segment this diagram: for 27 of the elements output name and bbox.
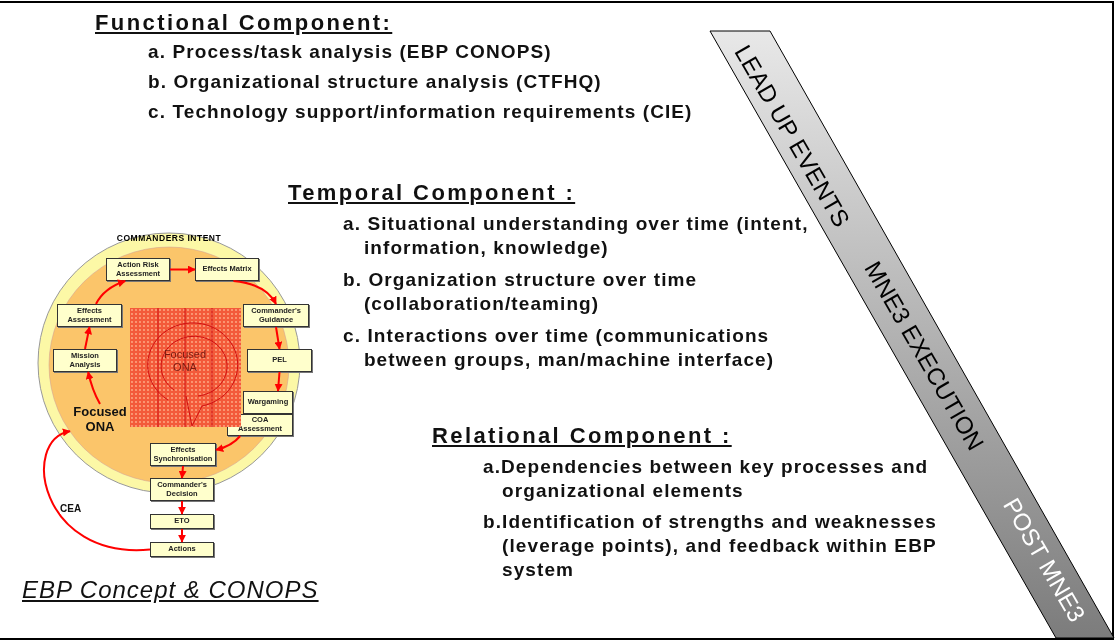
focus-label: Focused ONA [70,404,130,436]
section-heading: Functional Component: [95,10,393,36]
arrow [95,279,127,305]
arrow [178,500,186,515]
list-item: c. Interactions over time (communications between groups, man/machine interface) [343,324,776,372]
arrow [274,326,283,350]
list-item: b.Identification of strengths and weaknesses (leverage points), and feedback within EBP system [483,510,938,582]
section-heading: Temporal Component : [288,180,576,206]
list-item: b. Organizational structure analysis (CTFHQ) [148,70,603,94]
arrow [178,465,187,479]
arrow [84,326,92,350]
arrow [169,265,196,274]
section-heading: Relational Component : [432,423,732,449]
list-item: a.Dependencies between key processes and organizational elements [483,455,930,503]
panel-label: Focused ONA [162,348,208,374]
hatched-focus-panel [130,308,241,427]
arc-label: COMMANDERS INTENT [116,233,222,243]
arrow [274,371,283,392]
edge-label: CEA [60,503,82,514]
arrow [85,371,101,405]
list-item: b. Organization structure over time (collaboration/teaming) [343,268,699,316]
arrow [215,435,242,452]
caption: EBP Concept & CONOPS [22,576,319,604]
list-item: c. Technology support/information requirements (CIE) [148,100,694,124]
arrow [178,528,186,543]
arrow [232,280,277,305]
arrow [43,430,151,551]
